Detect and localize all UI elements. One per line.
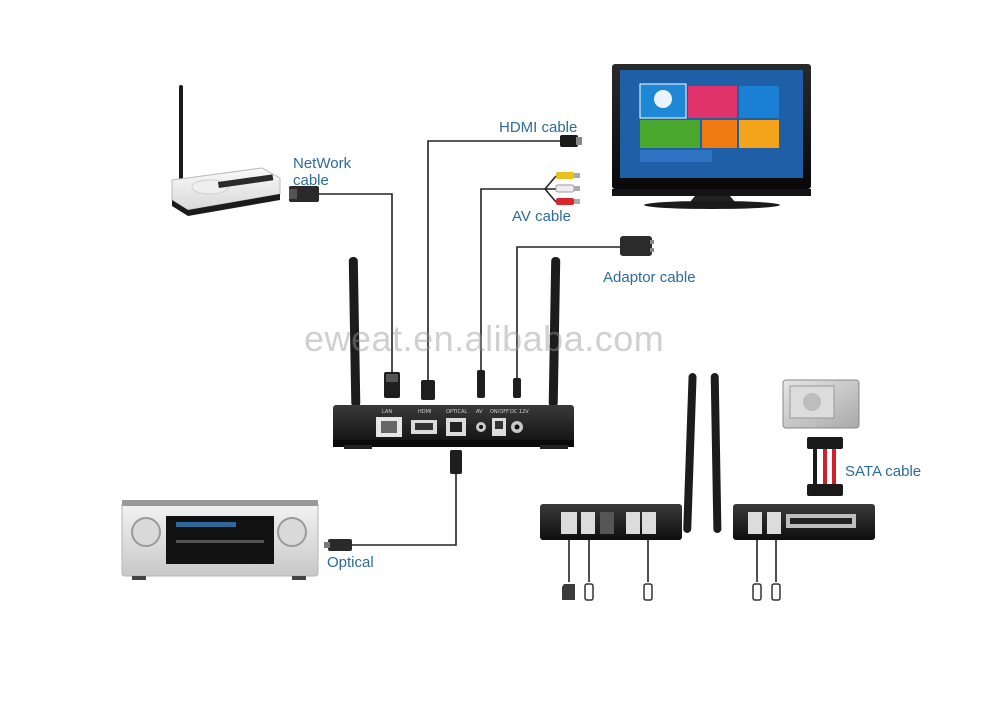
port-label-hdmi: HDMI	[418, 409, 431, 415]
optical-cable-line	[350, 470, 457, 546]
watermark: eweat.en.alibaba.com	[304, 318, 665, 359]
usb-port-5	[748, 512, 762, 534]
usb-port-6	[767, 512, 781, 534]
network-cable-label: NetWork cable	[293, 155, 352, 189]
adaptor-cable-line	[516, 246, 620, 378]
side-box-left	[540, 373, 697, 540]
usb-stick-icon	[584, 583, 781, 601]
receiver-icon	[121, 500, 319, 580]
usb-port-3	[626, 512, 640, 534]
sata-cable-label: SATA cable	[845, 463, 922, 480]
hdmi-plug	[421, 380, 435, 400]
av-cable-line	[480, 188, 545, 370]
cable-lines	[318, 140, 777, 582]
optical-connector	[324, 539, 352, 551]
adaptor-plug	[620, 236, 654, 256]
port-label-dc: DC 12V	[510, 409, 529, 415]
usb-port-2	[600, 512, 614, 534]
optical-label: Optical	[327, 554, 374, 571]
port-label-lan: LAN	[382, 409, 392, 415]
optical-plug	[450, 450, 462, 474]
network-cable-line	[318, 193, 393, 372]
side-box-right	[710, 373, 875, 540]
adaptor-cable-label: Adaptor cable	[603, 269, 696, 286]
hdmi-cable-connector	[560, 135, 582, 147]
av-cable-label: AV cable	[512, 208, 571, 225]
dc-plug	[513, 378, 521, 398]
port-label-onoff: ON/OFF	[490, 409, 509, 415]
sd-card-icon	[562, 584, 575, 600]
sd-slot	[561, 512, 577, 534]
main-media-box: LAN HDMI OPTICAL AV ON/OFF DC 12V	[333, 256, 574, 449]
av-plug	[477, 370, 485, 398]
hdd-icon	[782, 379, 860, 429]
box-plugs	[384, 370, 521, 474]
network-cable-connector	[289, 186, 319, 202]
tv-icon	[612, 64, 811, 209]
router-icon	[171, 85, 281, 216]
hdmi-cable-line	[427, 140, 562, 380]
usb-port-1	[581, 512, 595, 534]
port-label-av: AV	[476, 409, 483, 415]
hdmi-cable-label: HDMI cable	[499, 119, 578, 136]
usb-port-4	[642, 512, 656, 534]
sata-cable	[807, 437, 843, 496]
av-cable-connector	[544, 172, 580, 205]
port-label-optical: OPTICAL	[446, 409, 467, 415]
